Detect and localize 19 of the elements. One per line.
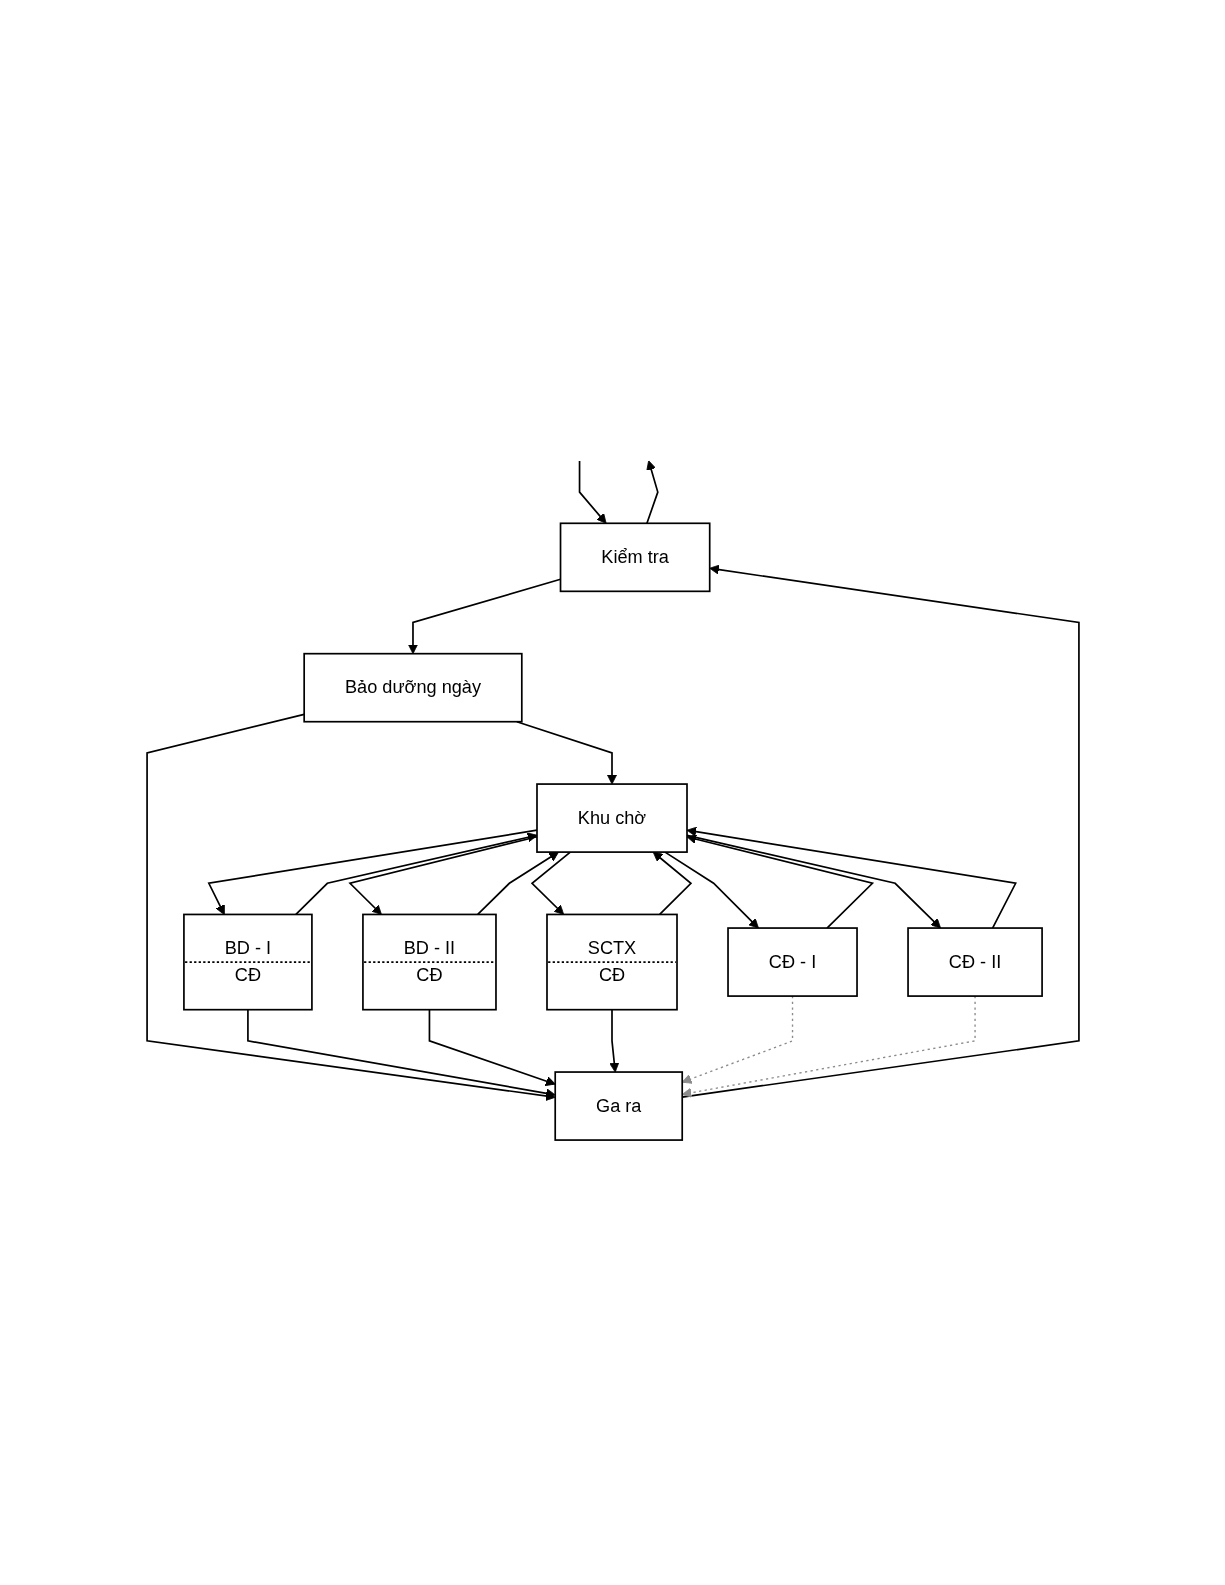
arrow [663,851,759,929]
arrow [407,578,561,655]
node-box: CĐ - I [726,927,858,997]
node-box: Kiểm tra [559,522,711,593]
node-box: CĐ - II [906,927,1043,997]
arrow [294,832,537,916]
arrow [476,851,559,916]
arrow [530,851,571,915]
arrow [681,995,976,1098]
arrow [645,460,659,525]
arrow [686,826,1017,929]
arrow [578,460,607,524]
node-box: Bảo dưỡng ngày [302,652,523,723]
arrow [681,995,793,1084]
arrow [608,1008,619,1073]
arrow [686,834,874,929]
arrow [652,851,692,916]
node-box: Khu chờ [535,783,688,853]
node-box: Ga ra [553,1071,683,1141]
